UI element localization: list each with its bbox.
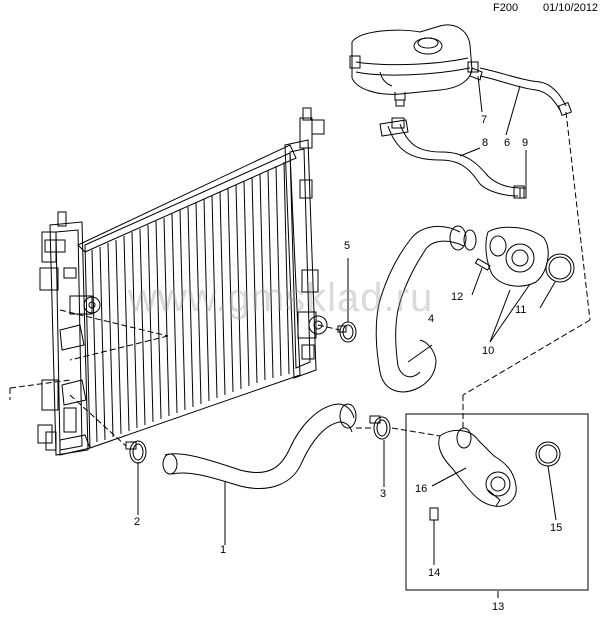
callout-5: 5: [344, 240, 351, 252]
upper-radiator-hose: [375, 225, 477, 393]
figure-date: 01/10/2012: [543, 2, 599, 14]
hose-clamp-5: [337, 321, 357, 343]
callout-3: 3: [380, 488, 387, 500]
callout-1: 1: [220, 544, 227, 556]
callout-14: 14: [428, 567, 441, 579]
coolant-reservoir: [349, 24, 479, 107]
dashed-guides: [9, 111, 591, 447]
inset-box: [405, 413, 589, 591]
lower-radiator-hose: [162, 403, 357, 490]
thermostat-housing: [474, 226, 575, 287]
reservoir-hose: [379, 117, 527, 199]
watermark: www.gmsklad.ru: [128, 276, 434, 320]
leader-lines: [137, 75, 557, 598]
callout-9: 9: [522, 137, 529, 149]
callout-16: 16: [415, 483, 428, 495]
hose-clamp-2: [125, 440, 147, 464]
callout-13: 13: [492, 601, 505, 613]
callout-8: 8: [482, 137, 489, 149]
radiator: [37, 107, 328, 456]
callout-4: 4: [428, 313, 435, 325]
callout-7: 7: [481, 114, 488, 126]
callout-15: 15: [550, 522, 563, 534]
callout-11: 11: [515, 304, 527, 316]
callout-6: 6: [504, 137, 511, 149]
figure-code: F200: [493, 2, 519, 14]
callout-2: 2: [134, 516, 141, 528]
callout-10: 10: [482, 345, 495, 357]
callout-12: 12: [451, 291, 464, 303]
hose-clamp-3: [369, 415, 391, 440]
thermostat-assembly-inset: [429, 427, 561, 521]
vent-hose: [469, 67, 573, 117]
